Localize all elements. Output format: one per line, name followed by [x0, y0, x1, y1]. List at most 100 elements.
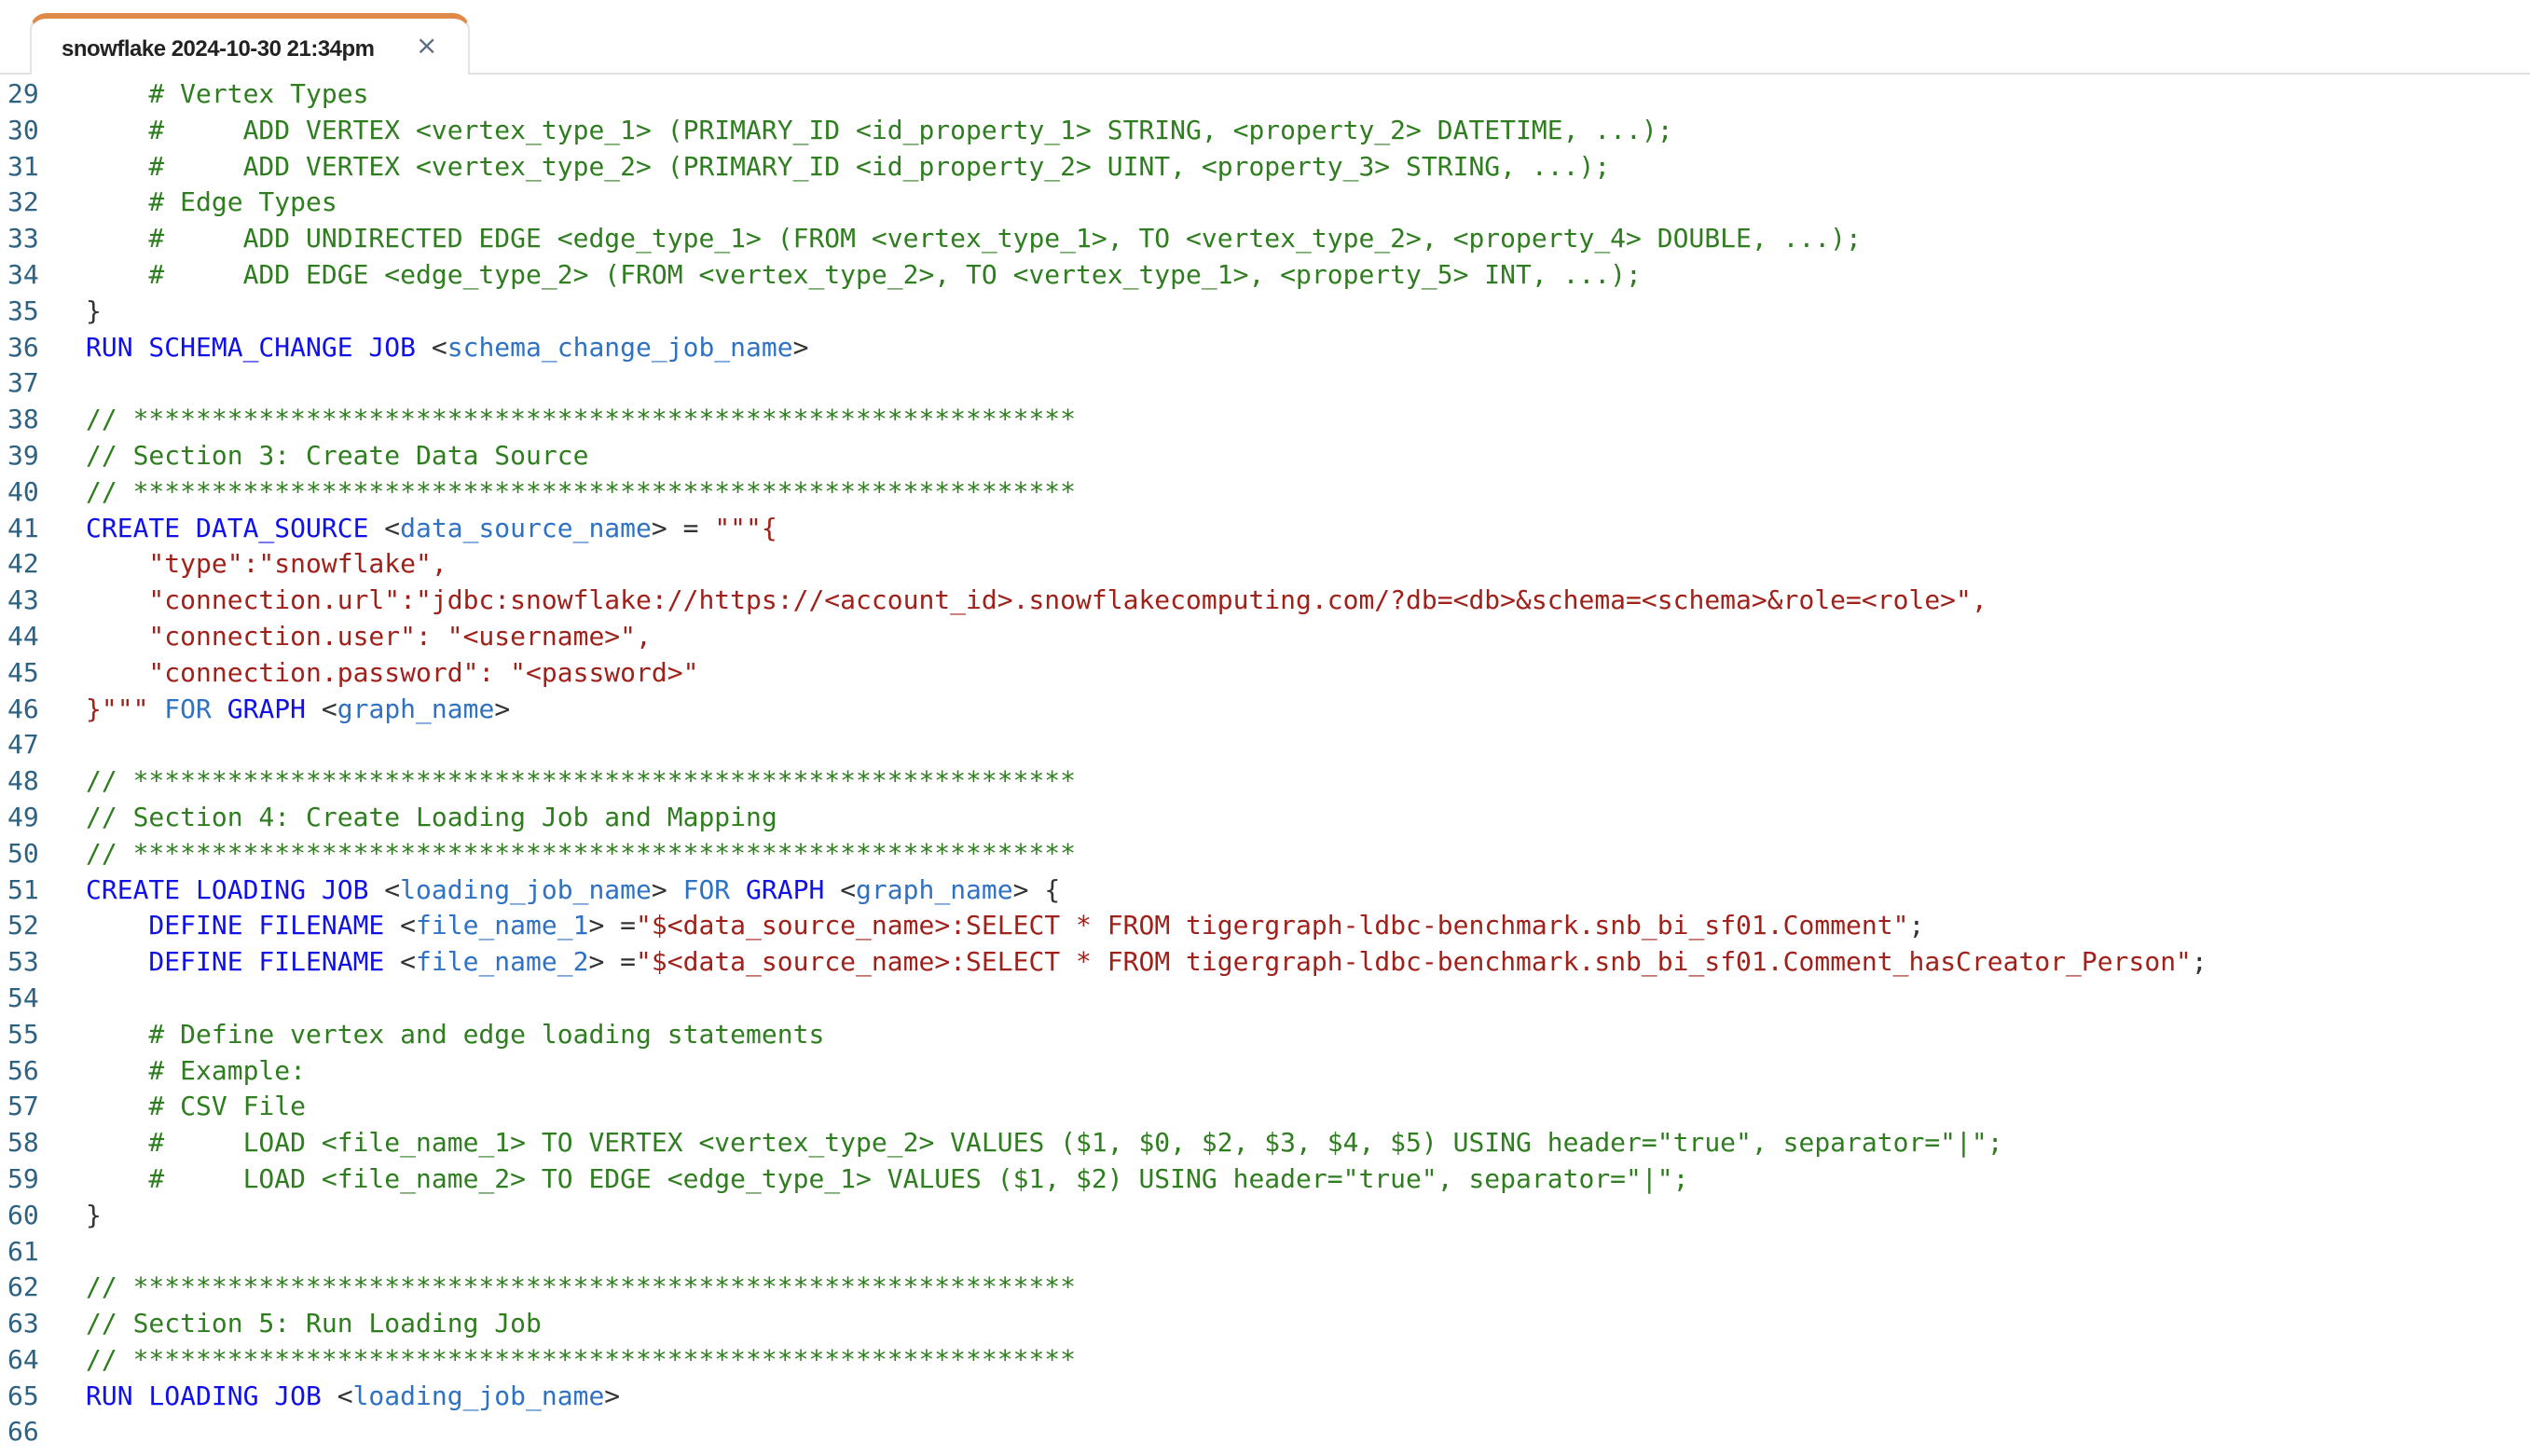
code-line: 29 # Vertex Types: [0, 76, 2530, 113]
code-punctuation: ;: [1908, 910, 1925, 941]
code-line: 55 # Define vertex and edge loading stat…: [0, 1017, 2530, 1053]
line-code: // *************************************…: [86, 402, 1076, 438]
tab-title: snowflake 2024-10-30 21:34pm: [62, 36, 375, 62]
code-keyword: DEFINE FILENAME: [86, 910, 401, 941]
line-code: CREATE DATA_SOURCE <data_source_name> = …: [86, 511, 777, 547]
line-number: 48: [7, 765, 39, 797]
line-code: }""" FOR GRAPH <graph_name>: [86, 692, 510, 728]
line-number: 30: [7, 114, 39, 145]
code-comment: // *************************************…: [86, 837, 1077, 869]
line-number: 51: [7, 873, 39, 905]
code-line: 34 # ADD EDGE <edge_type_2> (FROM <verte…: [0, 257, 2530, 294]
code-line: 65 RUN LOADING JOB <loading_job_name>: [0, 1379, 2530, 1415]
code-punctuation: ;: [2191, 946, 2207, 978]
code-identifier: schema_change_job_name: [447, 331, 793, 363]
code-identifier: graph_name: [856, 873, 1013, 905]
line-number: 40: [7, 475, 39, 507]
line-number: 65: [7, 1380, 39, 1411]
code-line: 37: [0, 365, 2530, 402]
code-comment: // *************************************…: [86, 475, 1077, 507]
code-string: """{: [714, 512, 777, 543]
line-number: 59: [7, 1162, 39, 1194]
line-number: 36: [7, 331, 39, 363]
code-line: 66: [0, 1414, 2530, 1450]
line-number: 38: [7, 404, 39, 435]
code-comment: # Vertex Types: [86, 78, 369, 109]
code-identifier: data_source_name: [400, 512, 652, 543]
code-line: 50// ***********************************…: [0, 836, 2530, 872]
code-comment: # Example:: [86, 1054, 307, 1086]
code-line: 61: [0, 1234, 2530, 1271]
code-comment: # ADD VERTEX <vertex_type_1> (PRIMARY_ID…: [86, 114, 1673, 145]
code-keyword: CREATE LOADING JOB: [86, 873, 385, 905]
code-line: 44 "connection.user": "<username>",: [0, 619, 2530, 655]
code-comment: # Define vertex and edge loading stateme…: [86, 1018, 825, 1050]
tab-bar: snowflake 2024-10-30 21:34pm ×: [0, 0, 2530, 75]
line-number: 37: [7, 367, 39, 399]
code-identifier: FOR: [164, 693, 227, 724]
code-comment: // Section 3: Create Data Source: [86, 439, 589, 471]
line-code: // Section 3: Create Data Source: [86, 438, 588, 474]
line-number: 63: [7, 1308, 39, 1339]
code-punctuation: <: [840, 873, 857, 905]
close-icon[interactable]: ×: [416, 30, 438, 61]
code-identifier: file_name_1: [416, 910, 589, 941]
code-keyword: RUN SCHEMA_CHANGE JOB: [86, 331, 432, 363]
line-number: 60: [7, 1199, 39, 1230]
line-number: 43: [7, 584, 39, 616]
code-keyword: CREATE DATA_SOURCE: [86, 512, 385, 543]
code-comment: # CSV File: [86, 1091, 307, 1122]
line-code: }: [86, 1198, 102, 1234]
line-number: 29: [7, 78, 39, 109]
code-keyword: GRAPH: [746, 873, 841, 905]
line-code: // *************************************…: [86, 1342, 1076, 1379]
line-number: 58: [7, 1127, 39, 1159]
code-identifier: graph_name: [337, 693, 495, 724]
code-comment: // *************************************…: [86, 1343, 1077, 1375]
code-comment: # ADD VERTEX <vertex_type_2> (PRIMARY_ID…: [86, 150, 1611, 182]
line-code: DEFINE FILENAME <file_name_2> ="$<data_s…: [86, 944, 2207, 981]
code-comment: # LOAD <file_name_1> TO VERTEX <vertex_t…: [86, 1127, 2003, 1159]
line-number: 49: [7, 801, 39, 832]
code-line: 49 // Section 4: Create Loading Job and M…: [0, 800, 2530, 836]
code-punctuation: <: [431, 331, 447, 363]
line-number: 64: [7, 1343, 39, 1375]
line-number: 33: [7, 223, 39, 254]
code-comment: // *************************************…: [86, 765, 1077, 797]
code-punctuation: > =: [651, 512, 715, 543]
line-code: # Edge Types: [86, 185, 337, 221]
line-number: 54: [7, 982, 39, 1013]
code-line: 42 "type":"snowflake",: [0, 546, 2530, 583]
line-number: 53: [7, 946, 39, 978]
code-punctuation: <: [400, 946, 417, 978]
code-line: 36 RUN SCHEMA_CHANGE JOB <schema_change_j…: [0, 330, 2530, 366]
code-line: 63// Section 5: Run Loading Job: [0, 1306, 2530, 1342]
code-punctuation: > {: [1012, 873, 1061, 905]
tab-snowflake[interactable]: snowflake 2024-10-30 21:34pm ×: [30, 13, 470, 75]
line-code: # LOAD <file_name_2> TO EDGE <edge_type_…: [86, 1161, 1688, 1198]
code-punctuation: >: [494, 693, 511, 724]
code-identifier: FOR: [682, 873, 747, 905]
line-code: # Vertex Types: [86, 76, 368, 113]
code-line: 47: [0, 727, 2530, 763]
line-code: # ADD VERTEX <vertex_type_2> (PRIMARY_ID…: [86, 149, 1610, 185]
line-number: 34: [7, 258, 39, 290]
code-line: 52 DEFINE FILENAME <file_name_1> ="$<dat…: [0, 908, 2530, 944]
code-identifier: loading_job_name: [352, 1380, 605, 1411]
line-number: 32: [7, 186, 39, 218]
line-number: 47: [7, 729, 39, 761]
line-code: RUN LOADING JOB <loading_job_name>: [86, 1379, 620, 1415]
code-comment: # LOAD <file_name_2> TO EDGE <edge_type_…: [86, 1162, 1689, 1194]
line-number: 55: [7, 1018, 39, 1050]
code-comment: // *************************************…: [86, 404, 1077, 435]
code-line: 30 # ADD VERTEX <vertex_type_1> (PRIMARY…: [0, 113, 2530, 149]
line-number: 45: [7, 656, 39, 688]
line-number: 42: [7, 548, 39, 580]
line-number: 57: [7, 1091, 39, 1122]
line-number: 52: [7, 910, 39, 941]
line-code: # Example:: [86, 1053, 306, 1090]
code-comment: // Section 4: Create Loading Job and Map…: [86, 801, 777, 832]
code-punctuation: >: [651, 873, 683, 905]
line-number: 56: [7, 1054, 39, 1086]
